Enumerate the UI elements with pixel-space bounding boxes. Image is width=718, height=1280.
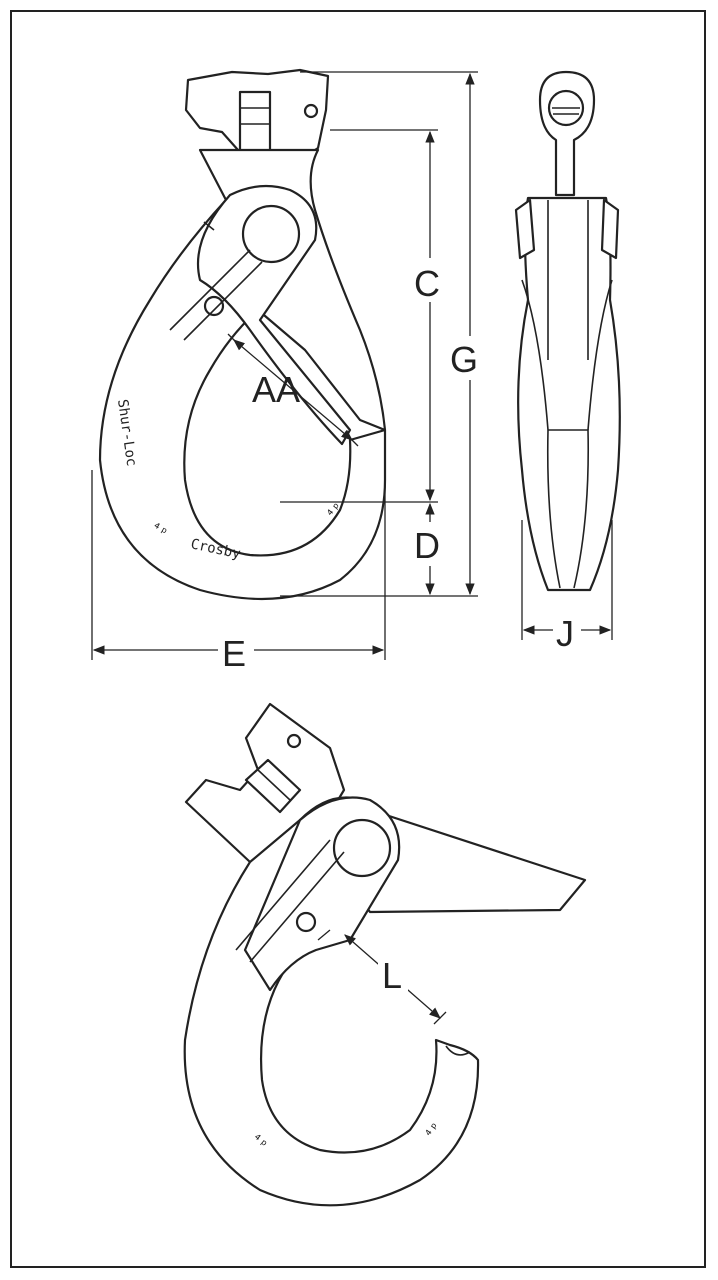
side-latch-right — [600, 198, 620, 260]
lower-clevis-pin-hole — [286, 733, 302, 749]
label-d: D — [414, 525, 440, 566]
label-aa: AA — [252, 369, 300, 410]
lower-clevis-slot — [244, 758, 302, 814]
label-c: C — [414, 263, 440, 304]
side-latch-left — [514, 198, 536, 260]
open-latch-hook: ⁴ᵖ ⁴ᵖ — [183, 702, 587, 1207]
clevis-pin-hole — [303, 103, 319, 119]
front-view-hook: Shur-Loc Crosby ⁴ᵖ ⁴ᵖ — [98, 68, 387, 601]
lower-latch-eye — [332, 818, 392, 878]
side-body — [517, 196, 621, 592]
latch-eye — [241, 204, 301, 264]
hook-body — [98, 148, 387, 601]
label-j: J — [556, 613, 574, 654]
label-l: L — [382, 955, 402, 996]
lower-hook-body — [183, 796, 480, 1207]
lower-stamp-symbol-tip: ⁴ᵖ — [422, 1119, 445, 1142]
stamp-load-symbol: ⁴ᵖ — [148, 520, 171, 542]
lower-latch-pivot — [295, 911, 317, 933]
label-g: G — [450, 339, 478, 380]
latch-pivot — [203, 295, 225, 317]
side-view-hook — [514, 70, 621, 592]
label-e: E — [222, 633, 246, 674]
